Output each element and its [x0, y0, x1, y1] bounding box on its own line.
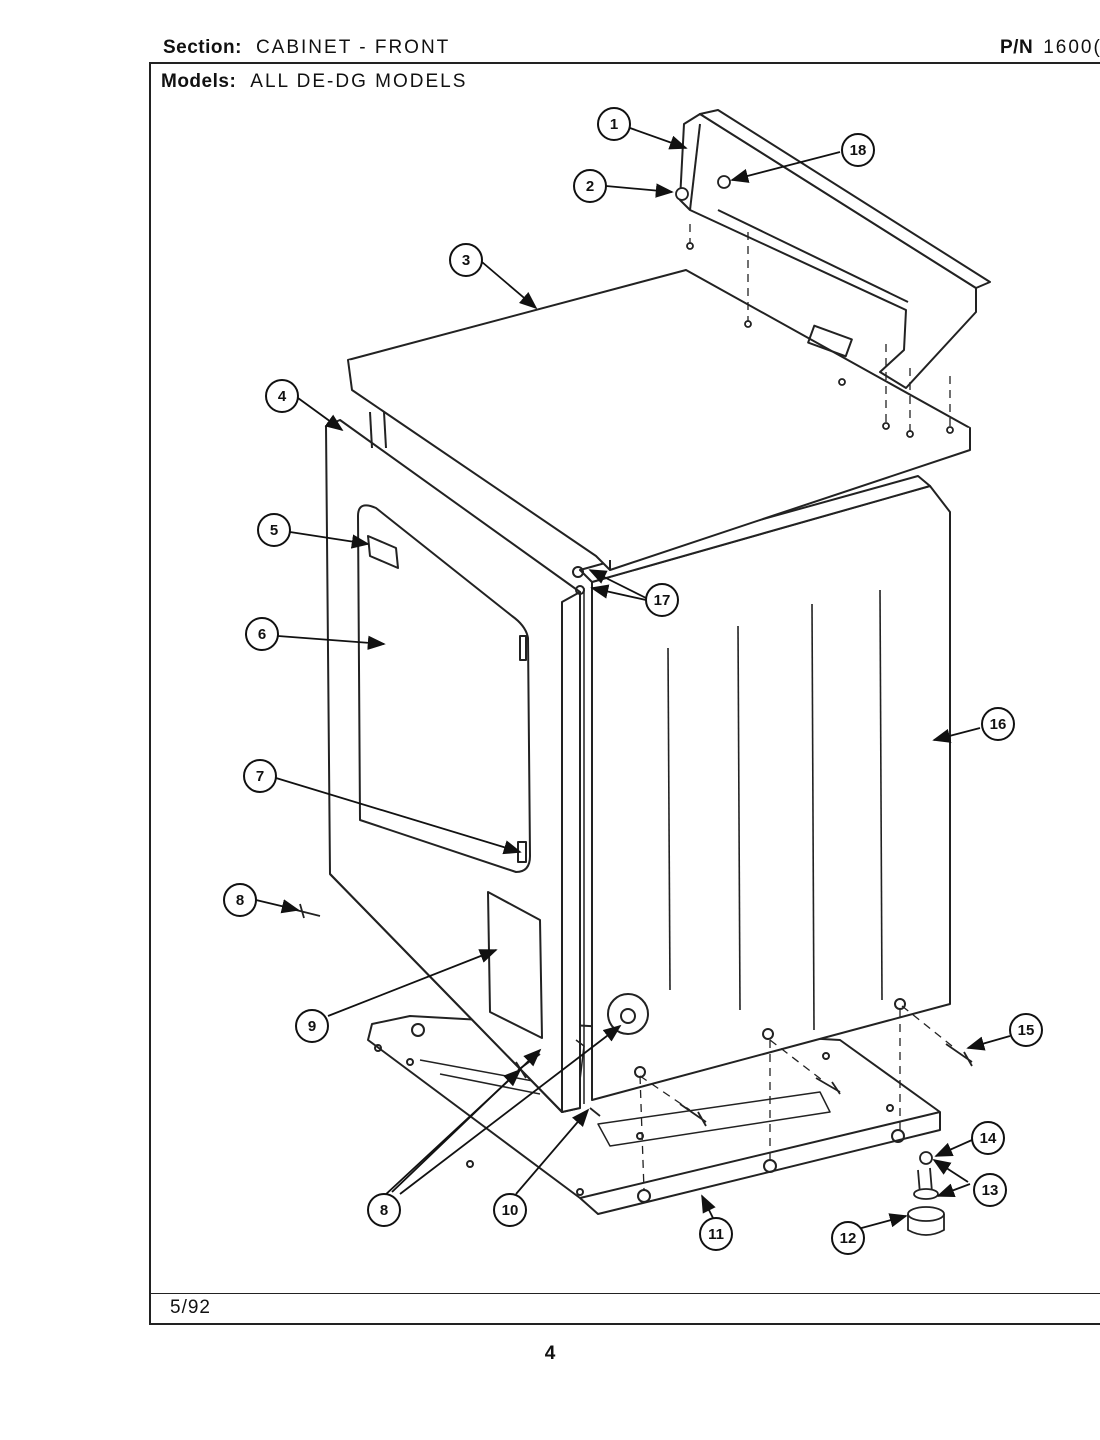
section-value: CABINET - FRONT — [255, 37, 451, 58]
rear-cabinet — [579, 475, 951, 1104]
page-number: 4 — [544, 1343, 556, 1364]
callout-2: 2 — [573, 169, 607, 203]
callout-17: 17 — [645, 583, 679, 617]
svg-text:13: 13 — [982, 1182, 999, 1199]
section-label: Section: — [163, 37, 242, 58]
callout-1: 1 — [597, 107, 631, 141]
svg-text:11: 11 — [708, 1226, 724, 1243]
svg-text:9: 9 — [308, 1018, 316, 1035]
callout-11: 11 — [699, 1217, 733, 1251]
callout-3: 3 — [449, 243, 483, 277]
revision-date: 5/92 — [170, 1297, 211, 1318]
diagram-frame — [149, 62, 1100, 1325]
callout-4: 4 — [265, 379, 299, 413]
pn-value: 1600( — [1043, 37, 1100, 58]
callout-15: 15 — [1009, 1013, 1043, 1047]
svg-text:4: 4 — [278, 388, 287, 405]
svg-text:8: 8 — [380, 1202, 388, 1219]
svg-text:18: 18 — [850, 142, 867, 159]
footer-divider — [149, 1293, 1100, 1294]
pn-label: P/N — [1000, 37, 1034, 58]
svg-text:10: 10 — [502, 1202, 519, 1219]
svg-text:14: 14 — [980, 1130, 997, 1147]
control-console — [679, 109, 991, 389]
svg-text:1: 1 — [610, 116, 618, 133]
models-value: ALL DE-DG MODELS — [250, 71, 468, 92]
svg-text:8: 8 — [236, 892, 244, 909]
front-panel — [325, 419, 585, 1113]
svg-text:3: 3 — [462, 252, 470, 269]
fasteners — [295, 175, 973, 1236]
callout-7: 7 — [243, 759, 277, 793]
svg-text:6: 6 — [258, 626, 266, 643]
callout-9: 9 — [295, 1009, 329, 1043]
part-number: P/N 1600( — [1000, 37, 1100, 59]
callout-10: 10 — [493, 1193, 527, 1227]
svg-text:15: 15 — [1018, 1022, 1035, 1039]
svg-text:7: 7 — [256, 768, 264, 785]
svg-text:16: 16 — [990, 716, 1007, 733]
section-header: Section: CABINET - FRONT — [163, 37, 450, 59]
callout-5: 5 — [257, 513, 291, 547]
top-panel — [347, 269, 971, 571]
models-label: Models: — [161, 71, 237, 92]
callout-6: 6 — [245, 617, 279, 651]
callout-12: 12 — [831, 1221, 865, 1255]
svg-text:17: 17 — [654, 592, 671, 609]
callout-14: 14 — [971, 1121, 1005, 1155]
callout-18: 18 — [841, 133, 875, 167]
svg-text:2: 2 — [586, 178, 594, 195]
svg-text:5: 5 — [270, 522, 278, 539]
svg-text:12: 12 — [840, 1230, 857, 1247]
models-header: Models: ALL DE-DG MODELS — [161, 71, 467, 93]
callout-16: 16 — [981, 707, 1015, 741]
callouts: 1 2 3 4 5 6 7 8 9 8 10 11 12 13 14 15 16… — [223, 107, 1043, 1255]
callout-8-left: 8 — [223, 883, 257, 917]
callout-13: 13 — [973, 1173, 1007, 1207]
callout-8-bottom: 8 — [367, 1193, 401, 1227]
